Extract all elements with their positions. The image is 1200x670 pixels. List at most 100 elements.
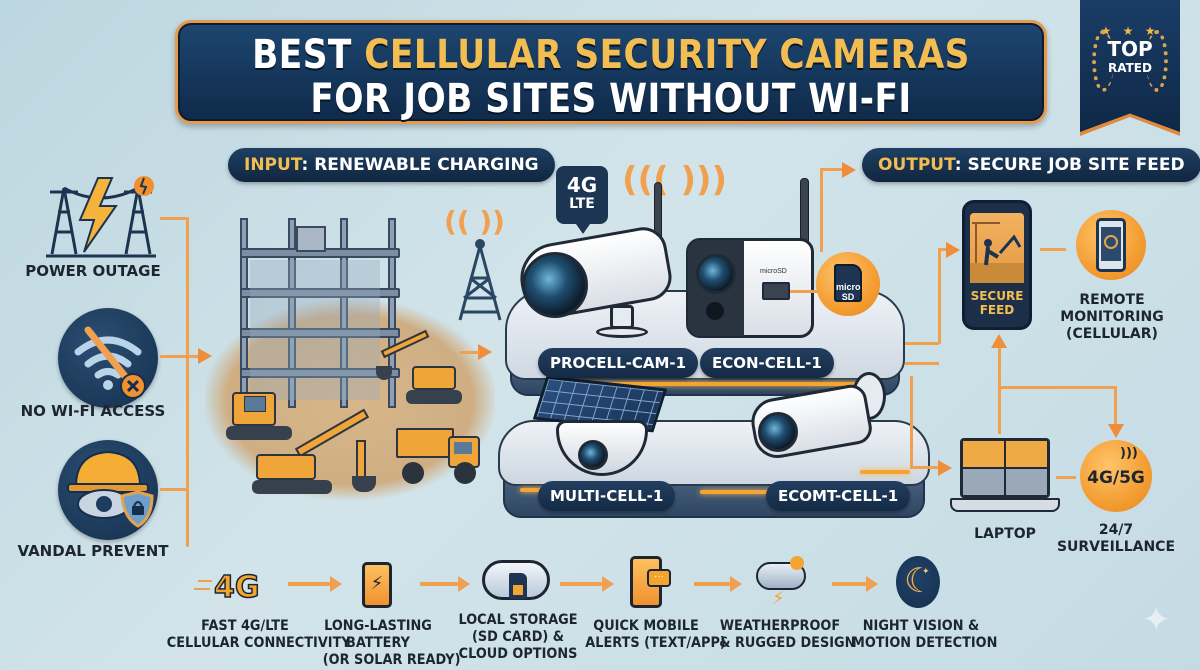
lte-text: LTE <box>569 196 595 212</box>
arrow-right-icon <box>842 162 856 178</box>
phone-secure-feed: SECURE FEED <box>962 200 1032 330</box>
storm-cloud-icon <box>756 562 806 590</box>
feature-weatherproof: WEATHERPROOF & RUGGED DESIGN <box>714 618 856 652</box>
feature-night-vision: NIGHT VISION & MOTION DETECTION <box>846 618 998 652</box>
4g-lte-bubble: 4G LTE <box>556 166 608 234</box>
phone-alert-icon: ··· <box>630 556 671 608</box>
badge-rated-text: RATED <box>1108 61 1152 75</box>
laptop-base <box>950 498 1060 512</box>
speed-line <box>194 588 210 590</box>
connector-line <box>938 248 948 251</box>
secure-feed-line-1: SECURE <box>970 289 1024 303</box>
secure-feed-text: SECURE FEED <box>965 289 1029 317</box>
connector-line <box>1040 248 1066 251</box>
feature-line: WEATHERPROOF <box>719 618 841 634</box>
arrow-right-icon <box>832 576 878 592</box>
platform-glow <box>560 382 860 386</box>
4g-text: 4G <box>566 173 598 197</box>
title-accent: CELLULAR SECURITY CAMERAS <box>364 32 970 78</box>
camera-mount-base <box>596 326 648 338</box>
remote-monitoring-icon <box>1076 210 1146 280</box>
connector-line <box>910 466 940 469</box>
connector-line <box>790 290 820 293</box>
arrow-right-icon <box>694 576 742 592</box>
speed-line <box>198 580 212 582</box>
phone-screen-construction <box>970 213 1024 283</box>
connector-line <box>160 488 188 491</box>
connector-line <box>910 376 913 468</box>
output-pill-accent: OUTPUT <box>878 155 955 175</box>
building-under-construction <box>240 218 400 408</box>
no-wifi-icon <box>58 308 158 408</box>
stars-icon: ★ ★ ★ <box>1100 24 1160 38</box>
secure-feed-line-2: FEED <box>979 303 1015 317</box>
platform-glow <box>860 470 910 474</box>
4g-icon-text: 4G <box>213 569 260 606</box>
surveillance-label: 24/7 SURVEILLANCE <box>1054 522 1178 556</box>
connector-line <box>1114 386 1117 426</box>
connector-line <box>1000 386 1116 389</box>
4g-5g-badge: ))) 4G/5G <box>1080 440 1152 512</box>
signal-waves-left-icon: (( )) <box>444 205 505 238</box>
arrow-down-icon <box>1108 424 1124 438</box>
problem-label-no-wifi: NO WI-FI ACCESS <box>20 402 166 420</box>
dump-truck-icon <box>396 422 486 492</box>
feature-alerts: QUICK MOBILE ALERTS (TEXT/APP) <box>580 618 726 652</box>
feature-line: ALERTS (TEXT/APP) <box>585 635 726 651</box>
feature-line: MOTION DETECTION <box>852 635 998 651</box>
feature-line: (OR SOLAR READY) <box>322 652 461 668</box>
surveillance-line-2: SURVEILLANCE <box>1056 539 1176 555</box>
arrow-right-icon <box>478 344 492 360</box>
battery-icon: ⚡ <box>362 562 392 608</box>
camera-lens-icon <box>758 412 798 452</box>
sparkle-icon: ✦ <box>1142 601 1171 639</box>
problem-label-vandal-prevent: VANDAL PREVENT <box>17 542 169 560</box>
star-icon: ✦ <box>922 566 930 576</box>
connector-line <box>460 351 480 354</box>
title-banner: BEST CELLULAR SECURITY CAMERAS FOR JOB S… <box>175 20 1047 124</box>
chat-bubble-icon: ··· <box>647 569 671 587</box>
laptop-label: LAPTOP <box>974 526 1036 542</box>
feature-line: CELLULAR CONNECTIVITY <box>166 635 351 651</box>
sun-icon <box>790 556 804 570</box>
camera-lens-icon <box>522 252 588 318</box>
remote-monitoring-label: REMOTE MONITORING (CELLULAR) <box>1052 292 1172 343</box>
microsd-card-icon: micro SD <box>834 264 862 302</box>
badge-top-text: TOP <box>1107 37 1153 61</box>
feature-line: BATTERY <box>346 635 410 651</box>
feature-storage: LOCAL STORAGE (SD CARD) & CLOUD OPTIONS <box>448 612 588 663</box>
remote-line-2: MONITORING <box>1060 309 1164 325</box>
connector-line <box>820 168 823 252</box>
feature-line: LOCAL STORAGE <box>458 612 578 628</box>
feature-line: LONG-LASTING <box>324 618 432 634</box>
excavator-large-icon <box>252 406 392 496</box>
output-pill-text: : SECURE JOB SITE FEED <box>954 155 1185 175</box>
connector-line <box>1056 476 1076 479</box>
laptop-icon <box>960 438 1050 498</box>
surveillance-line-1: 24/7 <box>1098 522 1134 538</box>
title-prefix: BEST <box>252 32 365 78</box>
laurel-left-icon <box>1092 30 1114 92</box>
moon-stars-icon: ☾ ✦ <box>896 556 940 608</box>
laurel-right-icon <box>1146 30 1168 92</box>
arrow-right-icon <box>288 576 342 592</box>
connector-line <box>905 362 939 365</box>
arrow-right-icon <box>560 576 614 592</box>
4g-5g-text: 4G/5G <box>1087 468 1145 488</box>
arrow-right-icon <box>938 460 952 476</box>
connector-line <box>186 217 189 547</box>
problem-label-power-outage: POWER OUTAGE <box>25 262 161 280</box>
feature-line: (SD CARD) & <box>472 629 564 645</box>
feature-battery: LONG-LASTING BATTERY (OR SOLAR READY) <box>318 618 461 669</box>
feature-line: FAST 4G/LTE <box>201 618 289 634</box>
microsd-badge: micro SD <box>816 252 880 316</box>
feature-line: & RUGGED DESIGN <box>719 635 856 651</box>
input-pill-accent: INPUT <box>244 155 302 175</box>
hardhat-camera-shield-icon <box>58 440 158 540</box>
camera-label-procell: PROCELL-CAM-1 <box>538 348 699 378</box>
connector-line <box>998 348 1001 434</box>
moon-icon: ☾ <box>904 562 935 600</box>
remote-line-3: (CELLULAR) <box>1066 326 1158 342</box>
feature-line: QUICK MOBILE <box>593 618 699 634</box>
feature-4g-lte: FAST 4G/LTE CELLULAR CONNECTIVITY <box>160 618 351 652</box>
